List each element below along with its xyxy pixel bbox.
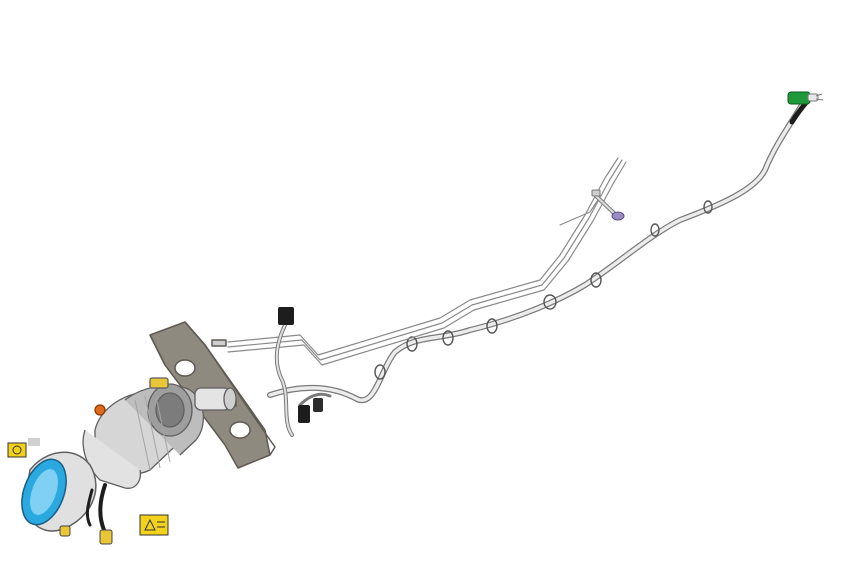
warning-label-icon — [7, 438, 169, 536]
black-connector-icon — [278, 307, 323, 423]
wiring-harness-icon — [274, 323, 332, 437]
fuel-line-icon — [227, 157, 627, 366]
temperature-sensor-icon — [591, 189, 625, 221]
lower-cable-icon — [59, 483, 113, 545]
blue-exhaust-opening-icon — [21, 451, 97, 532]
green-connector-icon — [787, 91, 824, 105]
coolant-line-icon — [267, 95, 813, 404]
heater-unit-icon — [82, 377, 237, 489]
